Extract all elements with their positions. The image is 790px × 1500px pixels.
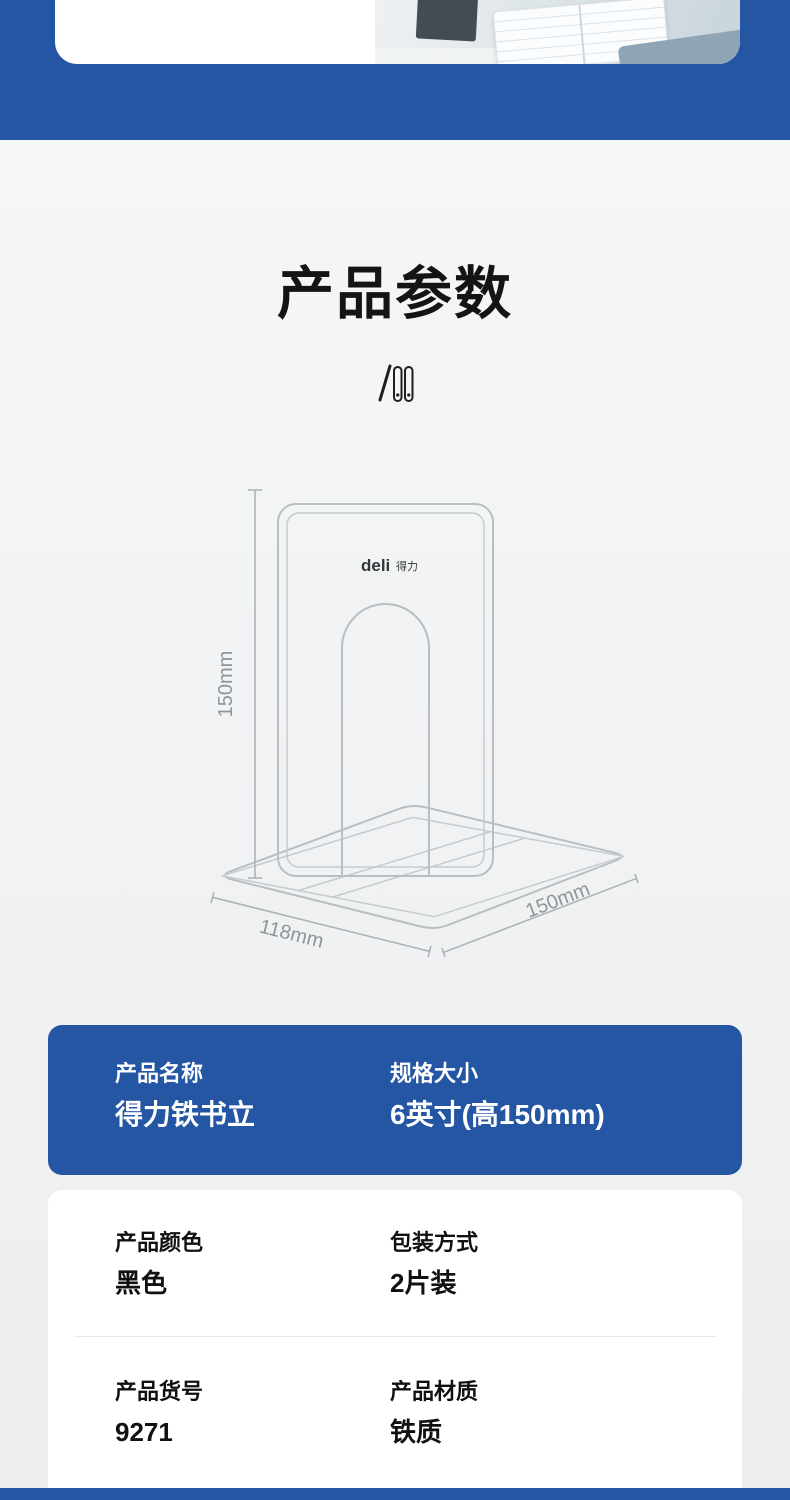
base-rib — [332, 837, 524, 898]
books-brand-icon — [375, 360, 415, 409]
base-rib — [298, 831, 490, 892]
product-photo — [375, 0, 740, 64]
spec-value: 得力铁书立 — [115, 1099, 256, 1130]
base-inner-outline — [221, 816, 625, 918]
spec-label: 包装方式 — [390, 1230, 479, 1255]
spec-value: 9271 — [115, 1417, 173, 1447]
spec-label: 产品材质 — [390, 1379, 479, 1404]
next-section-strip — [0, 1488, 790, 1500]
primary-spec-row: 产品名称 得力铁书立 规格大小 6英寸(高150mm) — [48, 1063, 742, 1129]
photo-notebook-spine — [578, 4, 586, 64]
hero-band — [0, 0, 790, 140]
dimension-diagram: deli 得力 150mm 118mm 150mm — [170, 478, 650, 973]
spec-value: 铁质 — [390, 1417, 443, 1447]
width-dimension-label: 118mm — [257, 916, 326, 953]
base-outline — [223, 804, 623, 929]
height-dimension-label: 150mm — [215, 651, 237, 718]
detail-spec-row: 产品颜色 黑色 包装方式 2片装 — [48, 1190, 742, 1336]
panel-logo-cn: 得力 — [396, 560, 418, 573]
spec-item-material: 产品材质 铁质 — [390, 1379, 742, 1447]
spec-item-color: 产品颜色 黑色 — [115, 1230, 390, 1298]
spec-item-sku: 产品货号 9271 — [115, 1379, 390, 1447]
detail-spec-card: 产品颜色 黑色 包装方式 2片装 产品货号 9271 产品材质 铁质 — [48, 1190, 742, 1500]
spec-label: 产品颜色 — [115, 1230, 204, 1255]
spec-item-packaging: 包装方式 2片装 — [390, 1230, 742, 1298]
section-title: 产品参数 — [277, 262, 513, 326]
panel-outline — [277, 503, 494, 877]
spec-item-product-name: 产品名称 得力铁书立 — [115, 1063, 390, 1129]
spec-label: 产品名称 — [115, 1061, 204, 1086]
spec-value: 黑色 — [115, 1268, 168, 1298]
detail-spec-row: 产品货号 9271 产品材质 铁质 — [48, 1337, 742, 1447]
panel-logo-latin: deli — [361, 556, 390, 575]
spec-item-size: 规格大小 6英寸(高150mm) — [390, 1063, 742, 1129]
spec-value: 2片装 — [390, 1268, 457, 1298]
spec-label: 产品货号 — [115, 1379, 204, 1404]
primary-spec-card: 产品名称 得力铁书立 规格大小 6英寸(高150mm) — [48, 1025, 742, 1175]
dimension-lines — [210, 489, 639, 958]
card-divider — [74, 1336, 716, 1337]
panel-inner-outline — [286, 512, 485, 868]
panel-arch — [341, 603, 430, 875]
product-photo-card — [55, 0, 740, 64]
spec-label: 规格大小 — [390, 1061, 479, 1086]
spec-value: 6英寸(高150mm) — [390, 1099, 605, 1130]
photo-black-bookend — [415, 0, 479, 42]
